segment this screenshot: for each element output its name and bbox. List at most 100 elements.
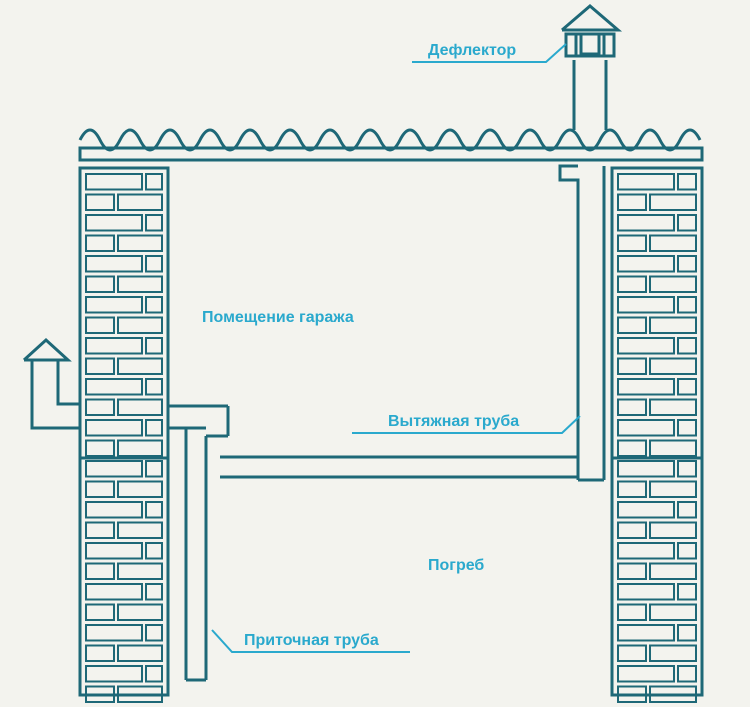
left-wall-brick: [117, 398, 163, 416]
right-wall-brick: [617, 419, 675, 437]
left-wall-brick: [85, 173, 143, 191]
right-wall-brick: [677, 337, 697, 355]
right-wall-brick: [649, 521, 697, 539]
right-wall-brick: [617, 583, 675, 601]
left-wall-brick: [117, 603, 163, 621]
left-wall-brick: [145, 501, 163, 519]
left-wall-brick: [85, 255, 143, 273]
left-wall-brick: [145, 173, 163, 191]
left-wall-brick: [117, 193, 163, 211]
right-wall-brick: [649, 603, 697, 621]
left-wall-brick: [145, 583, 163, 601]
exhaust-leader: [352, 415, 581, 434]
right-wall-brick: [617, 665, 675, 683]
left-wall-brick: [145, 542, 163, 560]
right-wall-brick: [617, 296, 675, 314]
right-wall-brick: [677, 501, 697, 519]
right-wall-brick: [649, 685, 697, 703]
left-wall-brick: [145, 255, 163, 273]
left-wall-brick: [85, 480, 115, 498]
cellar-label: Погреб: [428, 557, 484, 574]
left-wall-brick: [85, 460, 143, 478]
supply-leader: [211, 629, 410, 653]
left-wall-brick: [85, 521, 115, 539]
right-wall-brick: [617, 234, 647, 252]
left-wall-brick: [85, 624, 143, 642]
left-wall-brick: [85, 378, 143, 396]
right-wall-brick: [617, 439, 647, 457]
left-wall-brick: [117, 439, 163, 457]
left-brick-wall: [78, 166, 170, 703]
exhaust-pipe-label: Вытяжная труба: [388, 413, 519, 430]
left-wall-brick: [85, 501, 143, 519]
right-wall-brick: [649, 234, 697, 252]
left-wall-brick: [117, 480, 163, 498]
right-wall-brick: [617, 603, 647, 621]
left-wall-brick: [85, 419, 143, 437]
left-wall-brick: [145, 296, 163, 314]
right-wall-brick: [617, 316, 647, 334]
left-wall-brick: [85, 542, 143, 560]
left-wall-brick: [117, 685, 163, 703]
right-wall-brick: [617, 398, 647, 416]
deflector-label: Дефлектор: [428, 42, 516, 59]
exhaust-pipe: [558, 60, 608, 482]
right-wall-brick: [617, 255, 675, 273]
left-wall-brick: [85, 296, 143, 314]
left-wall-brick: [117, 562, 163, 580]
right-wall-brick: [617, 337, 675, 355]
roof-slab: [78, 146, 704, 162]
right-wall-brick: [649, 439, 697, 457]
right-wall-brick: [649, 480, 697, 498]
right-wall-brick: [677, 665, 697, 683]
right-wall-brick: [649, 193, 697, 211]
left-wall-brick: [85, 644, 115, 662]
right-wall-brick: [649, 357, 697, 375]
left-wall-brick: [145, 419, 163, 437]
right-wall-brick: [649, 644, 697, 662]
roof-corrugation: [78, 128, 702, 152]
left-wall-brick: [145, 337, 163, 355]
right-wall-brick: [677, 624, 697, 642]
right-wall-brick: [617, 378, 675, 396]
right-wall-brick: [617, 685, 647, 703]
garage-room-label: Помещение гаража: [202, 309, 354, 326]
left-wall-brick: [117, 357, 163, 375]
right-wall-brick: [617, 624, 675, 642]
right-wall-brick: [649, 398, 697, 416]
left-wall-brick: [117, 316, 163, 334]
right-wall-brick: [617, 521, 647, 539]
right-wall-brick: [617, 542, 675, 560]
right-wall-brick: [617, 214, 675, 232]
deflector-leader: [412, 43, 567, 63]
left-wall-brick: [117, 275, 163, 293]
right-wall-brick: [677, 214, 697, 232]
right-wall-brick: [617, 562, 647, 580]
left-wall-brick: [117, 234, 163, 252]
right-wall-brick: [617, 357, 647, 375]
left-wall-brick: [145, 378, 163, 396]
left-wall-brick: [85, 665, 143, 683]
left-wall-brick: [85, 562, 115, 580]
left-wall-brick: [85, 603, 115, 621]
right-wall-brick: [617, 480, 647, 498]
left-wall-brick: [145, 624, 163, 642]
left-wall-brick: [117, 644, 163, 662]
left-wall-brick: [85, 583, 143, 601]
right-wall-brick: [617, 460, 675, 478]
right-wall-brick: [677, 583, 697, 601]
right-wall-brick: [649, 316, 697, 334]
left-wall-brick: [85, 316, 115, 334]
right-wall-brick: [649, 562, 697, 580]
right-wall-brick: [617, 501, 675, 519]
right-wall-brick: [677, 378, 697, 396]
supply-pipe-label: Приточная труба: [244, 632, 379, 649]
left-wall-brick: [117, 521, 163, 539]
right-wall-brick: [617, 173, 675, 191]
deflector: [561, 4, 623, 58]
right-brick-wall: [610, 166, 704, 703]
floor-slab: [80, 455, 702, 479]
left-wall-brick: [85, 275, 115, 293]
left-wall-brick: [85, 398, 115, 416]
